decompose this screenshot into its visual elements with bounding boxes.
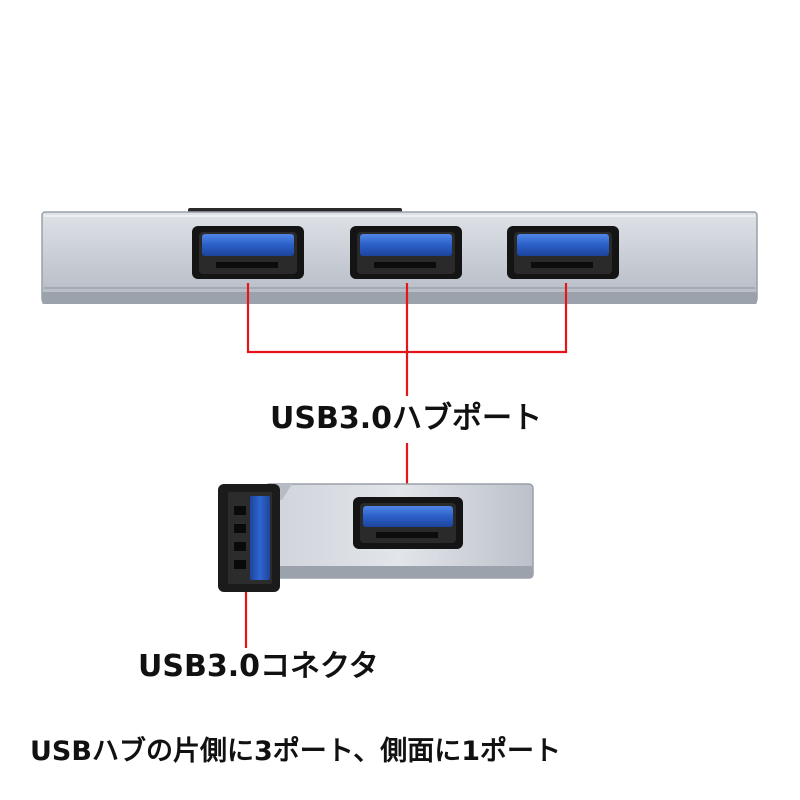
hub-ports-label: USB3.0ハブポート (270, 401, 542, 436)
hub-side-view (218, 483, 534, 592)
connector-label: USB3.0コネクタ (138, 649, 379, 684)
hub-front-view (41, 208, 758, 304)
side-usb-port (353, 497, 463, 549)
leader-lines (244, 283, 568, 648)
hub-port-1 (192, 226, 304, 279)
usb-connector (218, 484, 280, 592)
hub-port-3 (507, 226, 619, 279)
hub-bottom-edge (42, 292, 757, 304)
hub-port-2 (350, 226, 462, 279)
caption-text: USBハブの片側に3ポート、側面に1ポート (30, 736, 561, 767)
